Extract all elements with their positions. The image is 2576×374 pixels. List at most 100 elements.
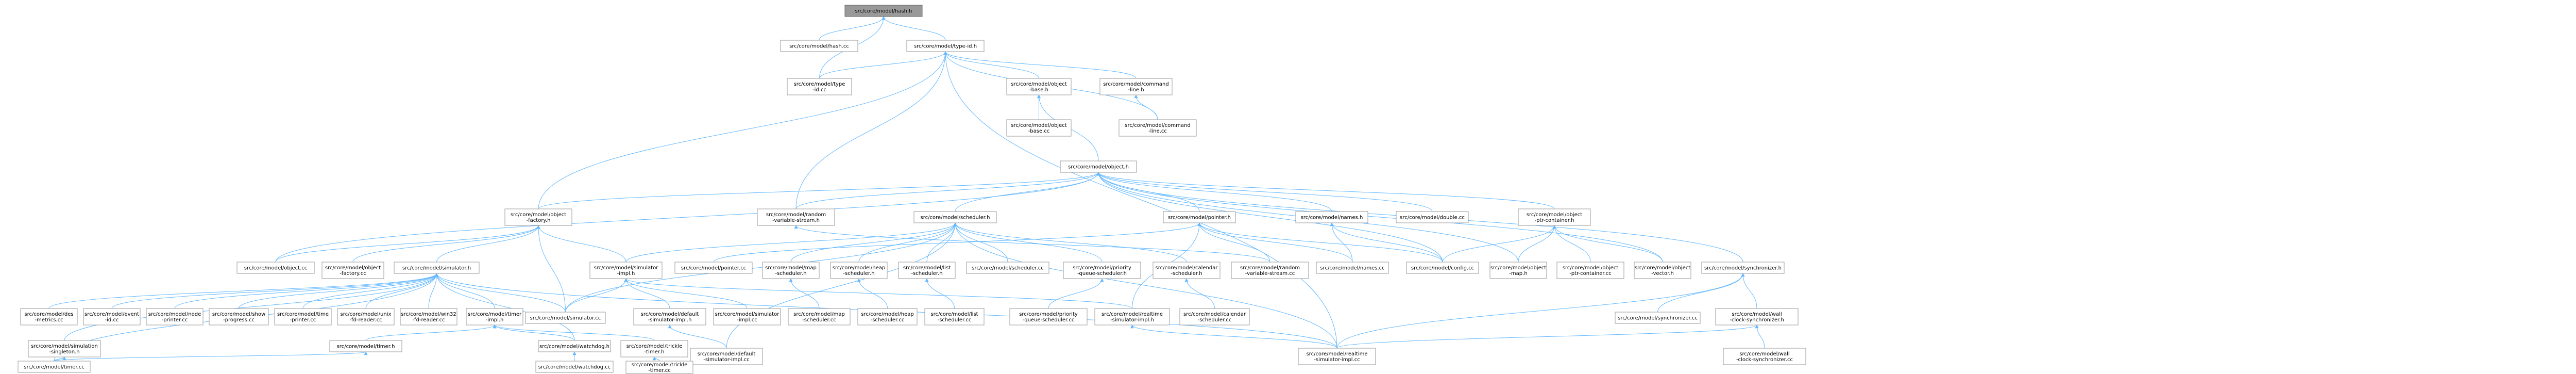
node-box xyxy=(1723,348,1806,365)
node-label: -factory.cc xyxy=(340,271,366,277)
graph-node-names-cc[interactable]: src/core/model/names.cc xyxy=(1316,262,1389,274)
node-label: src/core/model/object xyxy=(1011,123,1066,128)
node-label: src/core/model/realtime xyxy=(1101,312,1163,317)
graph-node-names-h[interactable]: src/core/model/names.h xyxy=(1295,211,1368,223)
graph-node-simulator-impl-h[interactable]: src/core/model/simulator-impl.h xyxy=(589,262,663,279)
node-box xyxy=(1298,348,1376,365)
graph-node-object-h[interactable]: src/core/model/object.h xyxy=(1060,160,1137,173)
node-box xyxy=(1396,211,1469,223)
graph-node-timer-h[interactable]: src/core/model/timer.h xyxy=(329,340,402,352)
graph-node-object-base-h[interactable]: src/core/model/object-base.h xyxy=(1006,78,1072,95)
graph-node-trickle-timer-h[interactable]: src/core/model/trickle-timer.h xyxy=(620,340,688,357)
edge-object-ptr-container-h-to-object-ptr-container-cc xyxy=(1552,225,1591,263)
graph-node-object-cc[interactable]: src/core/model/object.cc xyxy=(236,262,315,274)
node-label: -scheduler.h xyxy=(1171,271,1202,277)
node-box xyxy=(1489,262,1547,279)
graph-node-map-scheduler-cc[interactable]: src/core/model/map-scheduler.cc xyxy=(788,308,851,326)
node-label: -scheduler.h xyxy=(911,271,942,277)
graph-node-simulator-impl-cc[interactable]: src/core/model/simulator-impl.cc xyxy=(713,308,781,326)
graph-node-realtime-simulator-impl-cc[interactable]: src/core/model/realtime-simulator-impl.c… xyxy=(1298,348,1376,365)
graph-node-scheduler-cc[interactable]: src/core/model/scheduler.cc xyxy=(966,262,1049,274)
edge-synchronizer-h-to-realtime-simulator-impl-cc xyxy=(1336,273,1745,349)
graph-node-wall-clock-synchronizer-h[interactable]: src/core/model/wall-clock-synchronizer.h xyxy=(1715,308,1799,326)
graph-node-object-map-h[interactable]: src/core/model/object-map.h xyxy=(1489,262,1547,279)
graph-node-type-id-cc[interactable]: src/core/model/type-id.cc xyxy=(787,78,852,95)
graph-node-type-id-h[interactable]: src/core/model/type-id.h xyxy=(906,40,985,52)
graph-node-hash-cc[interactable]: src/core/model/hash.cc xyxy=(780,40,858,52)
node-box xyxy=(913,211,997,223)
node-label: -fd-reader.cc xyxy=(412,317,445,323)
graph-node-trickle-timer-cc[interactable]: src/core/model/trickle-timer.cc xyxy=(625,361,693,374)
graph-node-timer-cc[interactable]: src/core/model/timer.cc xyxy=(18,361,91,373)
graph-node-event-id-cc[interactable]: src/core/model/event-id.cc xyxy=(83,308,141,326)
graph-node-synchronizer-cc[interactable]: src/core/model/synchronizer.cc xyxy=(1615,312,1701,324)
graph-node-node-printer-cc[interactable]: src/core/model/node-printer.cc xyxy=(146,308,204,326)
graph-node-simulation-singleton-h[interactable]: src/core/model/simulation-singleton.h xyxy=(28,340,101,357)
node-label: src/core/model/object.cc xyxy=(244,266,308,271)
graph-node-win32-fd-reader-cc[interactable]: src/core/model/win32-fd-reader.cc xyxy=(400,308,457,326)
graph-node-calendar-scheduler-cc[interactable]: src/core/model/calendar-scheduler.cc xyxy=(1179,308,1250,326)
node-label: -impl.cc xyxy=(737,317,757,323)
node-label: src/core/model/heap xyxy=(861,312,913,317)
node-label: src/core/model/calendar xyxy=(1156,265,1218,271)
node-box xyxy=(1406,262,1479,274)
graph-node-watchdog-cc[interactable]: src/core/model/watchdog.cc xyxy=(535,361,614,373)
graph-node-heap-scheduler-cc[interactable]: src/core/model/heap-scheduler.cc xyxy=(857,308,918,326)
graph-node-synchronizer-h[interactable]: src/core/model/synchronizer.h xyxy=(1701,262,1785,274)
graph-node-random-variable-stream-h[interactable]: src/core/model/random-variable-stream.h xyxy=(757,208,835,226)
graph-node-des-metrics-cc[interactable]: src/core/model/des-metrics.cc xyxy=(20,308,78,326)
node-label: src/core/model/hash.h xyxy=(855,9,912,14)
graph-node-heap-scheduler-h[interactable]: src/core/model/heap-scheduler.h xyxy=(830,262,888,279)
graph-node-realtime-simulator-impl-h[interactable]: src/core/model/realtime-simulator-impl.h xyxy=(1094,308,1170,326)
node-box xyxy=(906,40,985,52)
edge-type-id-h-to-object-factory-h xyxy=(538,51,947,209)
graph-node-double-cc[interactable]: src/core/model/double.cc xyxy=(1396,211,1469,223)
graph-node-pointer-h[interactable]: src/core/model/pointer.h xyxy=(1163,211,1236,223)
graph-node-scheduler-h[interactable]: src/core/model/scheduler.h xyxy=(913,211,997,223)
node-box xyxy=(321,262,384,279)
graph-node-object-base-cc[interactable]: src/core/model/object-base.cc xyxy=(1006,119,1072,137)
node-label: -simulator-impl.cc xyxy=(703,357,750,363)
node-label: -ptr-container.cc xyxy=(1569,271,1612,277)
graph-node-object-ptr-container-h[interactable]: src/core/model/object-ptr-container.h xyxy=(1518,208,1591,226)
graph-node-object-ptr-container-cc[interactable]: src/core/model/object-ptr-container.cc xyxy=(1556,262,1624,279)
graph-node-watchdog-h[interactable]: src/core/model/watchdog.h xyxy=(538,340,611,352)
edge-wall-clock-synchronizer-h-to-realtime-simulator-impl-cc xyxy=(1336,324,1759,349)
graph-node-list-scheduler-cc[interactable]: src/core/model/list-scheduler.cc xyxy=(924,308,985,326)
node-label: src/core/model/synchronizer.h xyxy=(1704,266,1782,271)
graph-node-object-factory-h[interactable]: src/core/model/object-factory.h xyxy=(504,208,572,226)
node-label: src/core/model/wall xyxy=(1732,312,1782,317)
graph-node-simulator-h[interactable]: src/core/model/simulator.h xyxy=(394,262,480,274)
graph-node-command-line-cc[interactable]: src/core/model/command-line.cc xyxy=(1118,119,1197,137)
graph-node-simulator-cc[interactable]: src/core/model/simulator.cc xyxy=(525,312,606,324)
graph-node-timer-impl-h[interactable]: src/core/model/timer-impl.h xyxy=(466,308,523,326)
graph-node-show-progress-cc[interactable]: src/core/model/show-progress.cc xyxy=(209,308,269,326)
graph-node-object-vector-h[interactable]: src/core/model/object-vector.h xyxy=(1634,262,1691,279)
node-label: src/core/model/priority xyxy=(1019,312,1078,317)
node-label: src/core/model/calendar xyxy=(1183,312,1246,317)
node-box xyxy=(1715,308,1799,326)
graph-node-time-printer-cc[interactable]: src/core/model/time-printer.cc xyxy=(274,308,332,326)
graph-node-map-scheduler-h[interactable]: src/core/model/map-scheduler.h xyxy=(762,262,820,279)
node-box xyxy=(394,262,480,274)
graph-node-default-simulator-impl-h[interactable]: src/core/model/default-simulator-impl.h xyxy=(633,308,706,326)
graph-node-random-variable-stream-cc[interactable]: src/core/model/random-variable-stream.cc xyxy=(1231,262,1309,279)
edge-simulator-h-to-simulation-singleton-h xyxy=(64,273,438,341)
graph-node-priority-queue-scheduler-h[interactable]: src/core/model/priority-queue-scheduler.… xyxy=(1063,262,1141,279)
graph-node-priority-queue-scheduler-cc[interactable]: src/core/model/priority-queue-scheduler.… xyxy=(1009,308,1088,326)
node-box xyxy=(898,262,956,279)
graph-node-default-simulator-impl-cc[interactable]: src/core/model/default-simulator-impl.cc xyxy=(690,348,763,365)
edge-timer-impl-h-to-timer-h xyxy=(365,324,497,341)
node-box xyxy=(788,308,851,326)
node-box xyxy=(1006,78,1072,95)
node-label: src/core/model/pointer.h xyxy=(1168,215,1231,221)
graph-node-unix-fd-reader-cc[interactable]: src/core/model/unix-fd-reader.cc xyxy=(337,308,395,326)
graph-node-pointer-cc[interactable]: src/core/model/pointer.cc xyxy=(674,262,753,274)
graph-node-calendar-scheduler-h[interactable]: src/core/model/calendar-scheduler.h xyxy=(1153,262,1221,279)
graph-node-list-scheduler-h[interactable]: src/core/model/list-scheduler.h xyxy=(898,262,956,279)
graph-node-wall-clock-synchronizer-cc[interactable]: src/core/model/wall-clock-synchronizer.c… xyxy=(1723,348,1806,365)
graph-node-config-cc[interactable]: src/core/model/config.cc xyxy=(1406,262,1479,274)
graph-node-object-factory-cc[interactable]: src/core/model/object-factory.cc xyxy=(321,262,384,279)
graph-node-command-line-h[interactable]: src/core/model/command-line.h xyxy=(1099,78,1173,95)
